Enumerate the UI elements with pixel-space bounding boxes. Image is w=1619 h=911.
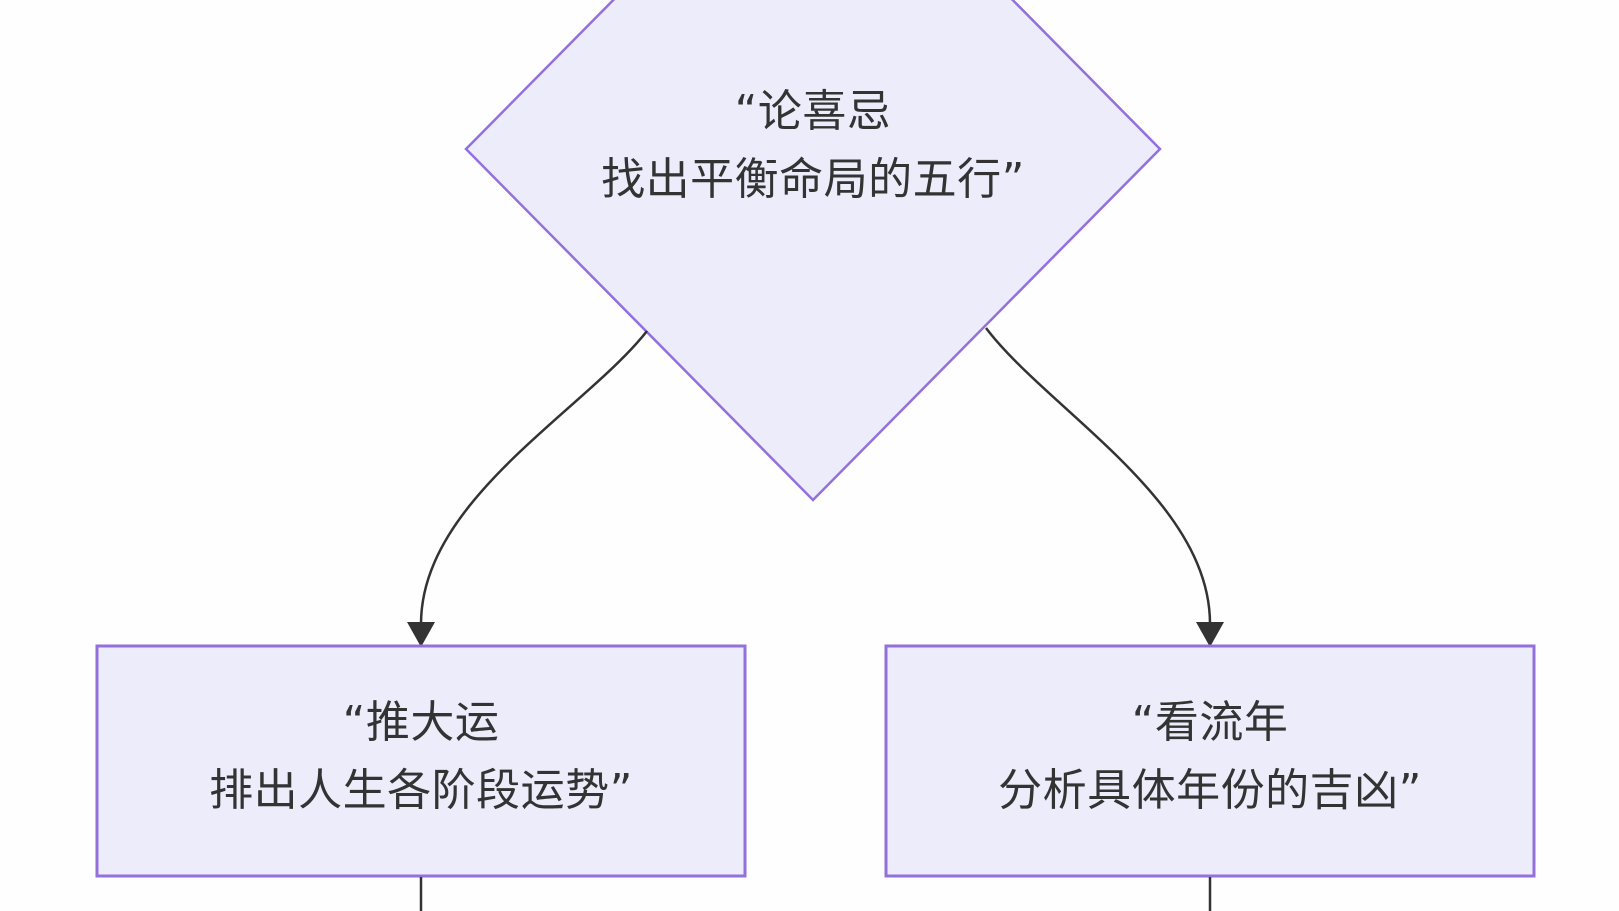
dayun-rect-shape	[95, 644, 747, 878]
arrowhead-down-icon	[1196, 622, 1224, 647]
edge-decision-to-dayun	[419, 330, 648, 625]
liunian-rect-shape	[884, 644, 1536, 878]
arrowhead-down-icon	[407, 622, 435, 647]
decision-diamond-shape	[464, 0, 1162, 502]
edge-decision-to-liunian	[985, 327, 1212, 625]
